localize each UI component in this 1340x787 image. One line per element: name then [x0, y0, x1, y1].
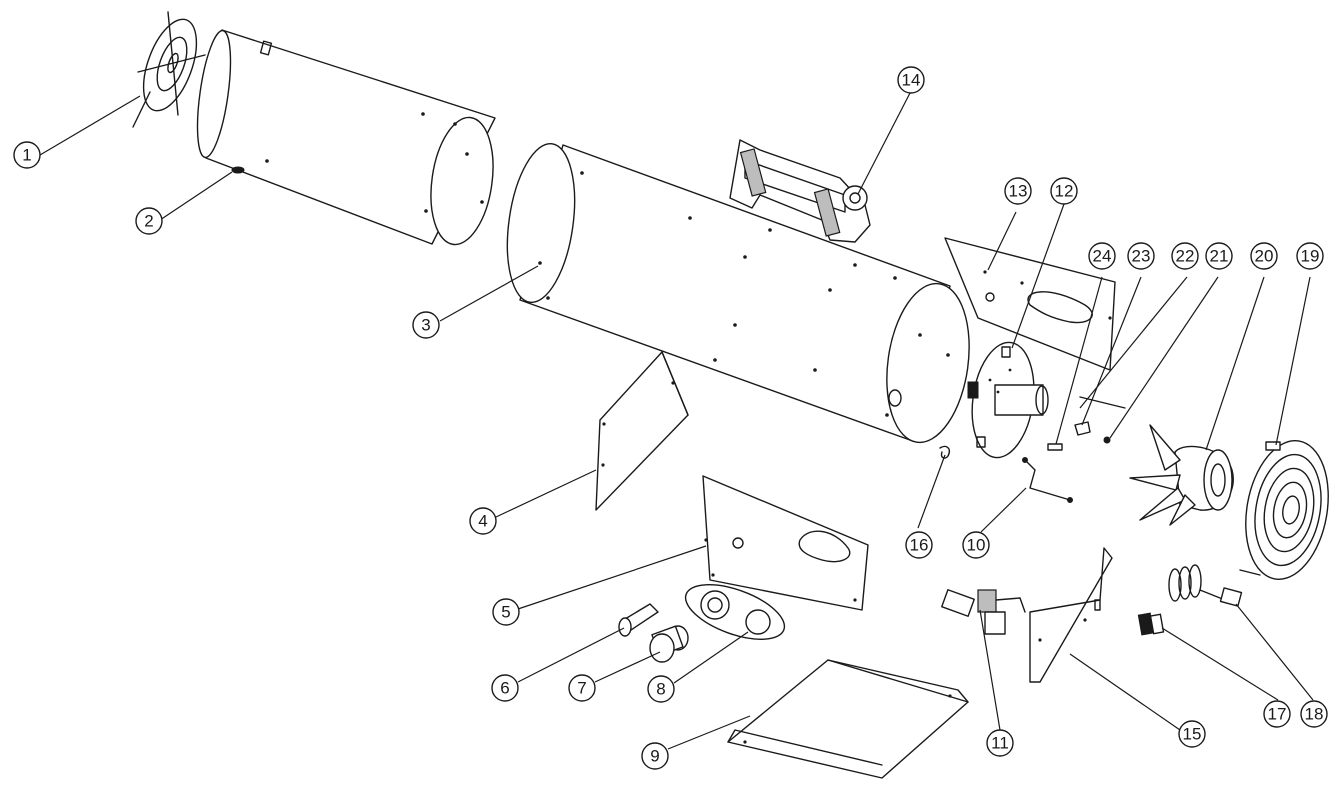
leader-5: [517, 545, 707, 610]
svg-text:16: 16: [910, 536, 929, 555]
callout-11: 11: [986, 729, 1014, 757]
callout-21: 21: [1205, 242, 1233, 270]
fuel-line-part: [1022, 457, 1073, 503]
callout-14: 14: [897, 66, 925, 94]
screw-part: [1103, 436, 1111, 444]
svg-text:8: 8: [656, 680, 665, 699]
callout-15: 15: [1178, 720, 1206, 748]
svg-text:2: 2: [144, 212, 153, 231]
leader-lines: [39, 92, 1314, 750]
leader-11: [979, 609, 1001, 731]
callout-5: 5: [492, 598, 520, 626]
leader-9: [667, 715, 751, 750]
callout-10: 10: [962, 531, 990, 559]
callout-4: 4: [469, 507, 497, 535]
leader-12: [1011, 203, 1065, 349]
svg-text:5: 5: [501, 603, 510, 622]
callout-8: 8: [647, 675, 675, 703]
electrode-part: [1047, 443, 1063, 451]
leader-2: [159, 171, 233, 221]
switch-part: [1137, 612, 1165, 636]
leader-16: [917, 454, 946, 529]
combustion-chamber-part: [196, 29, 496, 246]
side-bracket-part: [1029, 547, 1113, 683]
leader-14: [857, 92, 911, 195]
leader-24: [1055, 276, 1103, 445]
gas-valve-part: [941, 589, 1026, 635]
nozzle-part: [618, 603, 659, 637]
leader-23: [1081, 276, 1142, 426]
power-cord-part: [1168, 564, 1243, 607]
handle-part: [729, 139, 871, 243]
svg-text:7: 7: [577, 679, 586, 698]
leader-1: [39, 95, 141, 156]
svg-text:4: 4: [478, 512, 487, 531]
callout-1: 1: [13, 141, 41, 169]
callout-12: 12: [1050, 177, 1078, 205]
burner-plate-part: [967, 341, 1049, 459]
rear-guard-part: [1239, 440, 1329, 580]
svg-text:6: 6: [500, 679, 509, 698]
svg-text:13: 13: [1009, 182, 1028, 201]
callout-9: 9: [641, 742, 669, 770]
small-parts-group: [1047, 396, 1126, 451]
callout-3: 3: [412, 311, 440, 339]
leader-4: [495, 469, 597, 518]
leader-21: [1109, 276, 1219, 439]
callout-19: 19: [1296, 242, 1324, 270]
leg-bracket-part: [595, 351, 689, 511]
motor-fan-part: [1129, 424, 1234, 526]
leader-7: [594, 651, 661, 683]
clip-part: [939, 445, 950, 459]
leader-8: [673, 631, 749, 684]
leader-17: [1161, 627, 1279, 701]
control-panel-part: [684, 584, 786, 640]
svg-text:10: 10: [967, 536, 986, 555]
leader-20: [1205, 276, 1265, 451]
leader-6: [517, 627, 625, 683]
svg-text:11: 11: [991, 734, 1009, 753]
base-plate-part: [702, 475, 869, 611]
callout-20: 20: [1250, 242, 1278, 270]
svg-text:3: 3: [421, 316, 430, 335]
svg-text:15: 15: [1183, 725, 1202, 744]
svg-text:22: 22: [1176, 247, 1195, 266]
svg-text:23: 23: [1132, 247, 1151, 266]
bottom-tray-part: [727, 659, 969, 779]
svg-text:19: 19: [1301, 247, 1320, 266]
outer-shell-part: [506, 142, 970, 444]
sensor-part: [1074, 421, 1091, 436]
callout-24: 24: [1088, 242, 1116, 270]
svg-text:14: 14: [902, 71, 921, 90]
leader-18: [1235, 603, 1314, 701]
leader-13: [987, 211, 1017, 271]
leader-15: [1069, 653, 1181, 731]
svg-text:17: 17: [1268, 705, 1287, 724]
callout-23: 23: [1127, 242, 1155, 270]
callout-13: 13: [1004, 177, 1032, 205]
svg-text:12: 12: [1055, 182, 1074, 201]
knob-part: [649, 625, 689, 663]
callout-16: 16: [905, 531, 933, 559]
callout-2: 2: [135, 207, 163, 235]
svg-text:9: 9: [650, 747, 659, 766]
callout-6: 6: [491, 674, 519, 702]
front-guard-part: [132, 11, 206, 128]
callout-22: 22: [1171, 242, 1199, 270]
ignitor-wire-part: [1079, 396, 1126, 409]
svg-text:18: 18: [1305, 705, 1324, 724]
svg-text:20: 20: [1255, 247, 1274, 266]
svg-text:21: 21: [1210, 247, 1229, 266]
callout-18: 18: [1300, 700, 1328, 728]
leader-19: [1275, 276, 1311, 446]
svg-text:1: 1: [22, 146, 31, 165]
rear-panel-part: [944, 237, 1116, 371]
callout-7: 7: [568, 674, 596, 702]
leader-3: [439, 265, 539, 322]
svg-text:24: 24: [1093, 247, 1112, 266]
leader-10: [980, 487, 1027, 533]
callout-17: 17: [1263, 700, 1291, 728]
